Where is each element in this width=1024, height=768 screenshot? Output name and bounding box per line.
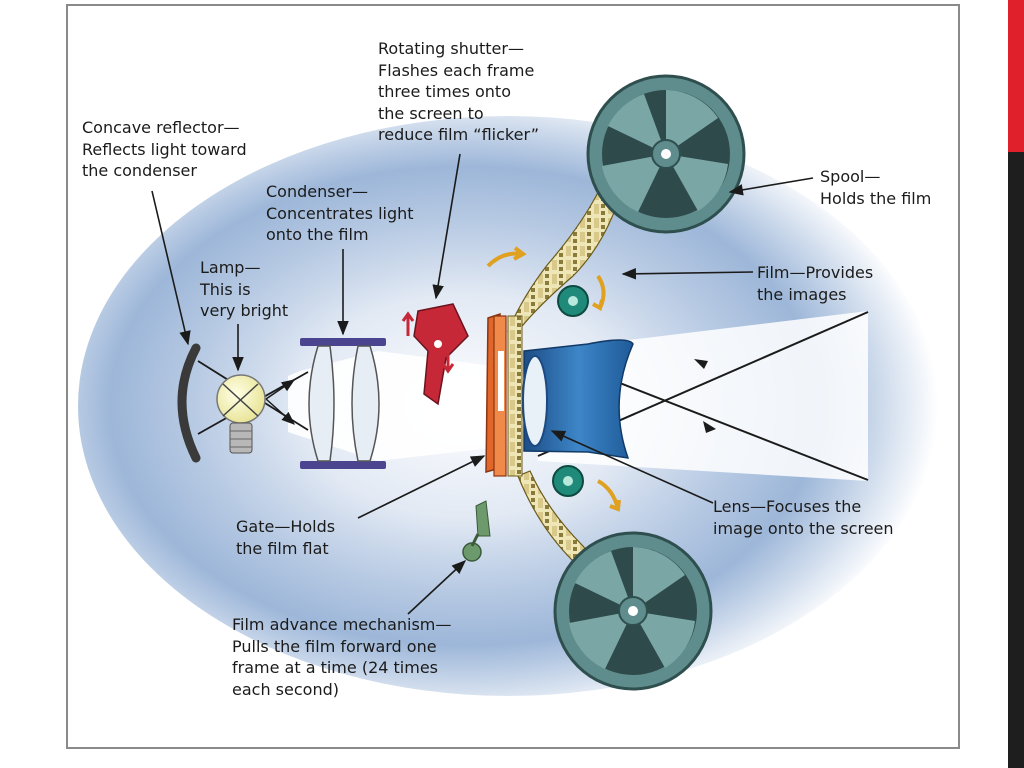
diagram-frame: Rotating shutter— Flashes each frame thr… [66, 4, 960, 749]
illumination-beam [288, 351, 508, 461]
sprocket-lower [552, 465, 584, 497]
rotating-shutter [401, 303, 469, 406]
spool-upper [586, 74, 746, 234]
label-film: Film—Provides the images [757, 263, 874, 304]
condenser [300, 338, 386, 469]
film-advance-mechanism [462, 500, 491, 562]
label-lamp: Lamp— This is very bright [200, 258, 289, 320]
label-lens: Lens—Focuses the image onto the screen [713, 497, 894, 538]
spool-lower [553, 531, 713, 691]
projector-diagram [78, 74, 938, 696]
sprocket-upper [557, 285, 589, 317]
slide-accent-bar [1008, 0, 1024, 152]
lens [522, 339, 634, 459]
label-concave-reflector: Concave reflector— Reflects light toward… [82, 118, 247, 180]
label-gate: Gate—Holds the film flat [236, 517, 336, 558]
lamp [216, 374, 266, 454]
label-spool: Spool— Holds the film [820, 167, 932, 208]
leader-lines [151, 153, 814, 615]
label-condenser: Condenser— Concentrates light onto the f… [266, 182, 414, 244]
slide-edge-bar [1008, 0, 1024, 768]
concave-reflector [177, 343, 201, 463]
label-rotating-shutter: Rotating shutter— Flashes each frame thr… [378, 39, 539, 144]
gate [485, 312, 523, 477]
label-film-advance: Film advance mechanism— Pulls the film f… [232, 615, 452, 699]
